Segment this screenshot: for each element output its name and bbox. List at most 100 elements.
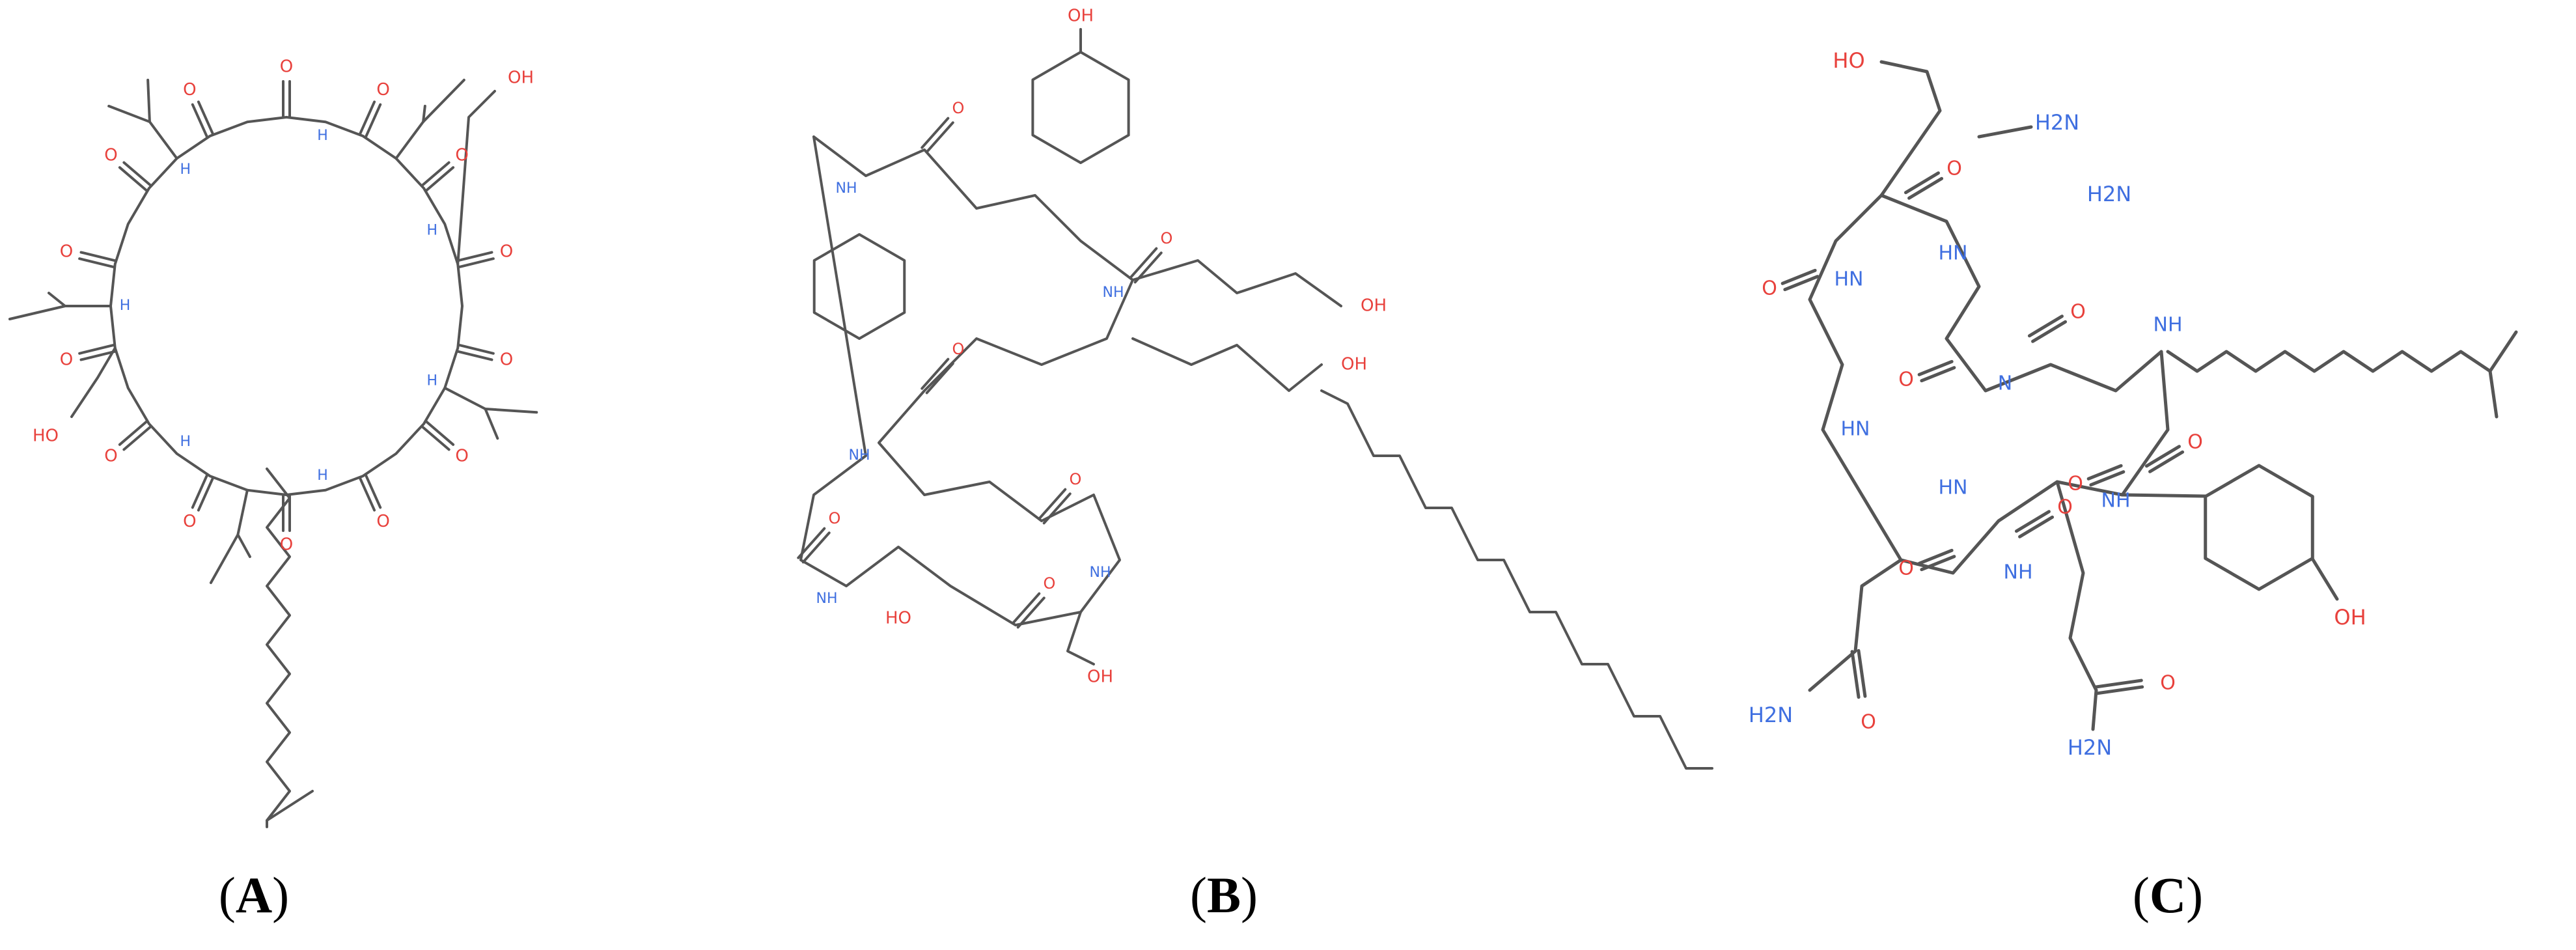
double-bond xyxy=(358,100,376,136)
atom-label-oh: OH xyxy=(1068,7,1094,26)
double-bond xyxy=(122,425,153,451)
double-bond xyxy=(2027,314,2064,338)
macrocycle-ring xyxy=(109,116,464,496)
double-bond xyxy=(1907,176,1944,200)
double-bond xyxy=(424,166,455,192)
bond xyxy=(70,346,117,418)
atom-label-hn: HN xyxy=(1939,242,1968,265)
bond xyxy=(1131,259,1342,307)
double-bond xyxy=(456,350,493,361)
side-chain-branch xyxy=(8,305,66,320)
atom-label-o: O xyxy=(2160,672,2176,695)
atom-label-hn: HN xyxy=(1835,268,1864,291)
bond xyxy=(395,78,465,160)
atom-label-oh: OH xyxy=(508,68,534,88)
lipid-tail xyxy=(1320,389,1713,770)
atom-label-o: O xyxy=(952,340,965,358)
atom-label-h2n: H2N xyxy=(2068,735,2112,760)
atom-label-oh: OH xyxy=(1361,296,1387,316)
bond xyxy=(1977,125,2033,139)
atom-label-o: O xyxy=(1861,711,1876,734)
atom-label-ho: HO xyxy=(33,426,59,446)
double-bond xyxy=(1012,592,1041,624)
bond xyxy=(2091,688,2098,731)
molecule-b-structure xyxy=(797,28,1713,770)
atom-label-nh: NH xyxy=(836,180,857,197)
double-bond xyxy=(1850,650,1861,699)
double-bond xyxy=(1920,555,1956,572)
atom-label-o: O xyxy=(60,350,73,369)
atom-label-o: O xyxy=(183,80,196,100)
double-bond xyxy=(197,100,215,136)
atom-label-o: O xyxy=(1161,229,1173,247)
bond xyxy=(236,488,251,558)
atom-label-h: H xyxy=(180,161,191,178)
aromatic-ring xyxy=(812,233,906,340)
atom-label-o: O xyxy=(104,446,117,466)
atom-label-h: H xyxy=(317,128,328,144)
double-bond xyxy=(2014,510,2051,533)
atom-label-o: O xyxy=(60,242,73,262)
double-bond xyxy=(1129,247,1158,279)
double-bond xyxy=(1042,492,1072,525)
side-chain-branch xyxy=(484,407,499,440)
atom-label-h2n: H2N xyxy=(1749,703,1793,727)
atom-label-h2n: H2N xyxy=(2035,110,2079,135)
double-bond xyxy=(78,343,116,355)
atom-label-o: O xyxy=(829,509,841,527)
atom-label-o: O xyxy=(104,146,117,165)
atom-label-hn: HN xyxy=(1841,418,1870,441)
bond xyxy=(146,78,178,160)
molecule-a-structure xyxy=(8,78,538,828)
atom-label-o: O xyxy=(455,146,468,165)
double-bond xyxy=(420,425,450,451)
double-bond xyxy=(424,420,455,446)
atom-label-h2n: H2N xyxy=(2087,182,2131,206)
panel-c-caption: (C) xyxy=(2132,867,2204,923)
double-bond xyxy=(364,473,382,509)
bond xyxy=(2310,557,2339,601)
panel-b-caption: (B) xyxy=(1190,867,1258,923)
double-bond xyxy=(420,161,450,188)
atom-label-o: O xyxy=(1762,277,1777,300)
lipid-tail-branch xyxy=(2488,330,2518,373)
atom-labels: OOOOOOOOOOOOOOHHHHHHHOHHOOHOOOOOONHNHNHN… xyxy=(33,7,2366,761)
side-chain-branch xyxy=(107,104,151,124)
atom-label-nh: NH xyxy=(1103,285,1124,301)
atom-label-o: O xyxy=(2068,473,2083,496)
panel-a-caption: (A) xyxy=(218,867,290,923)
atom-label-o: O xyxy=(952,99,965,117)
lipid-tail xyxy=(2166,350,2492,373)
double-bond xyxy=(456,251,493,262)
atom-label-o: O xyxy=(500,242,513,262)
atom-label-oh: OH xyxy=(1341,355,1367,374)
bond xyxy=(456,90,496,266)
atom-label-o: O xyxy=(1898,369,1914,391)
atom-label-hn: HN xyxy=(1939,477,1968,499)
double-bond xyxy=(2086,464,2123,481)
double-bond xyxy=(2144,445,2181,468)
double-bond xyxy=(2018,515,2055,538)
side-chain-branch xyxy=(209,533,240,584)
double-bond xyxy=(1857,649,1867,698)
bond xyxy=(1066,611,1095,665)
atom-label-o: O xyxy=(1898,557,1914,580)
double-bond xyxy=(1917,359,1954,376)
double-bond xyxy=(925,121,954,154)
atom-label-o: O xyxy=(1946,158,1962,180)
double-bond xyxy=(1780,268,1817,285)
double-bond xyxy=(2148,450,2185,473)
atom-label-ho: HO xyxy=(885,609,911,628)
atom-label-o: O xyxy=(280,57,293,77)
atom-label-o: O xyxy=(376,80,389,100)
aromatic-ring xyxy=(1031,51,1130,164)
double-bond xyxy=(79,350,117,361)
atom-label-o: O xyxy=(280,535,293,555)
double-bond xyxy=(457,257,495,269)
atom-label-h: H xyxy=(426,373,437,389)
atom-label-o: O xyxy=(2187,431,2203,454)
double-bond xyxy=(1038,488,1067,520)
double-bond xyxy=(1783,275,1820,292)
double-bond xyxy=(358,476,376,512)
